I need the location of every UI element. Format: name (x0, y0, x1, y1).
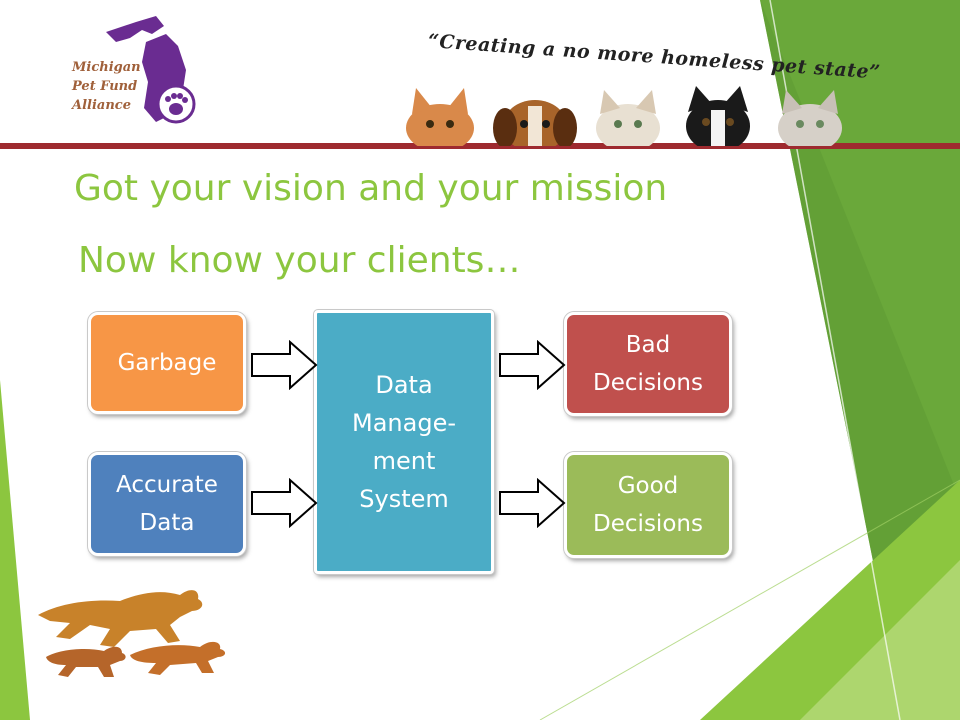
running-animals-icon (38, 590, 226, 677)
logo-line-1: Michigan (72, 60, 141, 75)
title-line-2: Now know your clients… (78, 240, 521, 281)
title-line-1: Got your vision and your mission (74, 168, 668, 209)
logo: Michigan Pet Fund Alliance (66, 12, 206, 132)
pets-banner-image (406, 86, 842, 146)
michigan-map-icon (106, 16, 196, 124)
logo-line-3: Alliance (72, 98, 131, 113)
logo-line-2: Pet Fund (72, 79, 138, 94)
